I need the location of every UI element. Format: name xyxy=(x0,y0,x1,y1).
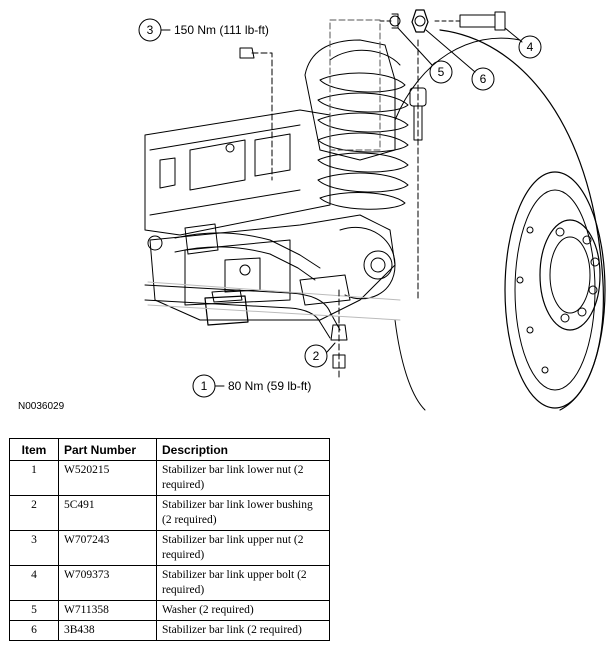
lower-control-arm xyxy=(149,214,396,321)
row-item: 5 xyxy=(9,600,59,621)
wheel-and-tire xyxy=(394,29,606,411)
row-description: Stabilizer bar link lower nut (2 require… xyxy=(156,460,330,496)
figure-id: N0036029 xyxy=(18,401,65,412)
callout-3: 3 150 Nm (111 lb-ft) xyxy=(138,18,269,42)
table-row: 4 W709373 Stabilizer bar link upper bolt… xyxy=(9,565,330,601)
callout-5: 5 xyxy=(397,27,453,84)
callout-4: 4 xyxy=(504,27,542,59)
callout-4-number: 4 xyxy=(527,40,534,54)
row-description: Stabilizer bar link (2 required) xyxy=(156,620,330,641)
table-row: 3 W707243 Stabilizer bar link upper nut … xyxy=(9,530,330,566)
row-item: 3 xyxy=(9,530,59,566)
table-header-row: Item Part Number Description xyxy=(9,438,330,461)
row-part-number: 3B438 xyxy=(58,620,157,641)
row-description: Washer (2 required) xyxy=(156,600,330,621)
stabilizer-link-assembly xyxy=(330,9,506,381)
callout-6: 6 xyxy=(425,29,495,91)
table-row: 5 W711358 Washer (2 required) xyxy=(9,600,330,621)
row-item: 4 xyxy=(9,565,59,601)
table-row: 6 3B438 Stabilizer bar link (2 required) xyxy=(9,620,330,641)
callout-1-torque: 80 Nm (59 lb-ft) xyxy=(228,379,311,393)
upper-nut-hardware xyxy=(239,19,381,181)
table-row: 1 W520215 Stabilizer bar link lower nut … xyxy=(9,460,330,496)
table-row: 2 5C491 Stabilizer bar link lower bushin… xyxy=(9,495,330,531)
row-description: Stabilizer bar link upper bolt (2 requir… xyxy=(156,565,330,601)
row-item: 1 xyxy=(9,460,59,496)
callout-1-number: 1 xyxy=(201,379,208,393)
parts-table: Item Part Number Description 1 W520215 S… xyxy=(9,438,330,641)
callout-3-number: 3 xyxy=(147,23,154,37)
suspension-diagram: 3 150 Nm (111 lb-ft) 4 5 6 2 1 80 Nm (59… xyxy=(138,9,606,411)
callout-5-number: 5 xyxy=(438,65,445,79)
coil-spring xyxy=(304,39,409,210)
callout-6-number: 6 xyxy=(480,72,487,86)
row-part-number: 5C491 xyxy=(58,495,157,531)
callout-1: 1 80 Nm (59 lb-ft) xyxy=(192,374,311,398)
row-item: 6 xyxy=(9,620,59,641)
callout-2: 2 xyxy=(304,342,336,368)
callout-3-torque: 150 Nm (111 lb-ft) xyxy=(174,23,269,37)
frame-rail xyxy=(144,109,331,251)
row-part-number: W709373 xyxy=(58,565,157,601)
row-item: 2 xyxy=(9,495,59,531)
header-item: Item xyxy=(9,438,59,461)
row-part-number: W520215 xyxy=(58,460,157,496)
header-part-number: Part Number xyxy=(58,438,157,461)
stabilizer-bar xyxy=(144,223,341,339)
row-description: Stabilizer bar link upper nut (2 require… xyxy=(156,530,330,566)
callout-2-number: 2 xyxy=(313,349,320,363)
header-description: Description xyxy=(156,438,330,461)
row-part-number: W707243 xyxy=(58,530,157,566)
row-description: Stabilizer bar link lower bushing (2 req… xyxy=(156,495,330,531)
row-part-number: W711358 xyxy=(58,600,157,621)
